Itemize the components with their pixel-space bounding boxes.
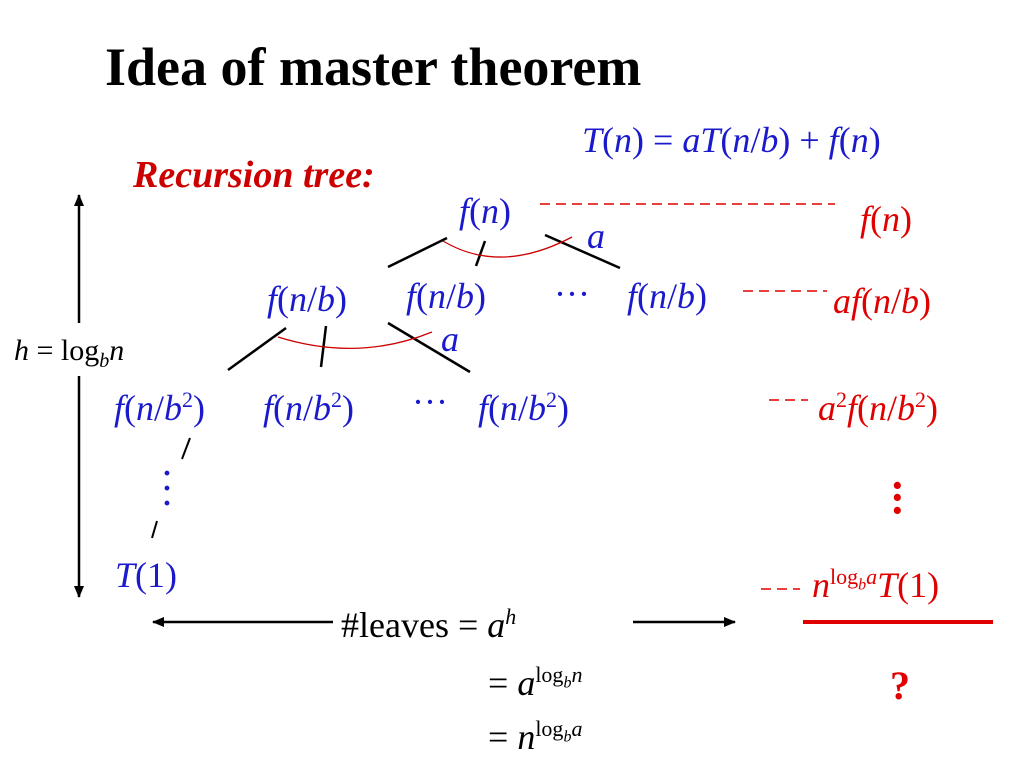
page-title: Idea of master theorem xyxy=(105,37,642,97)
edge-root-mid xyxy=(474,240,487,267)
edge-l1-right xyxy=(387,321,471,374)
branch-label-1: a xyxy=(587,216,605,256)
leaves-count-line2: = alogbn xyxy=(488,662,583,703)
tree-root: f(n) xyxy=(459,191,512,231)
level2-node-1: f(n/b2) xyxy=(114,387,206,428)
level1-node-1: f(n/b) xyxy=(267,279,348,319)
edge-l1-left xyxy=(227,326,287,372)
tree-vdots: ··· xyxy=(162,457,173,520)
tree-leaf: T(1) xyxy=(115,555,178,595)
level2-node-2: f(n/b2) xyxy=(263,387,355,428)
branch-label-2: a xyxy=(441,319,459,359)
cost-vdots: ··· xyxy=(890,461,905,535)
edge-root-right xyxy=(544,233,621,270)
cost-level0: f(n) xyxy=(860,199,913,239)
recurrence-formula: T(n) = aT(n/b) + f(n) xyxy=(582,120,881,160)
level1-ellipsis: ··· xyxy=(554,274,590,314)
cost-leaves: nlogbaT(1) xyxy=(812,564,940,605)
edge-to-leaf xyxy=(151,520,158,539)
branch-arc-1 xyxy=(442,236,573,258)
leaves-count-line1: #leaves = ah xyxy=(341,604,517,645)
leaves-count-line3: = nlogba xyxy=(488,716,583,757)
level2-ellipsis: ··· xyxy=(412,382,448,422)
branch-arc-2 xyxy=(277,331,433,350)
level1-node-2: f(n/b) xyxy=(406,276,487,316)
level1-node-3: f(n/b) xyxy=(627,276,708,316)
edge-to-dots xyxy=(181,437,191,460)
cost-sum-unknown: ? xyxy=(890,663,910,708)
recursion-tree-label: Recursion tree: xyxy=(133,154,375,196)
cost-level2: a2f(n/b2) xyxy=(818,387,939,428)
cost-level1: af(n/b) xyxy=(833,281,932,321)
edge-root-left xyxy=(387,236,448,269)
height-label: h = logbn xyxy=(14,334,125,372)
level2-node-3: f(n/b2) xyxy=(478,387,570,428)
